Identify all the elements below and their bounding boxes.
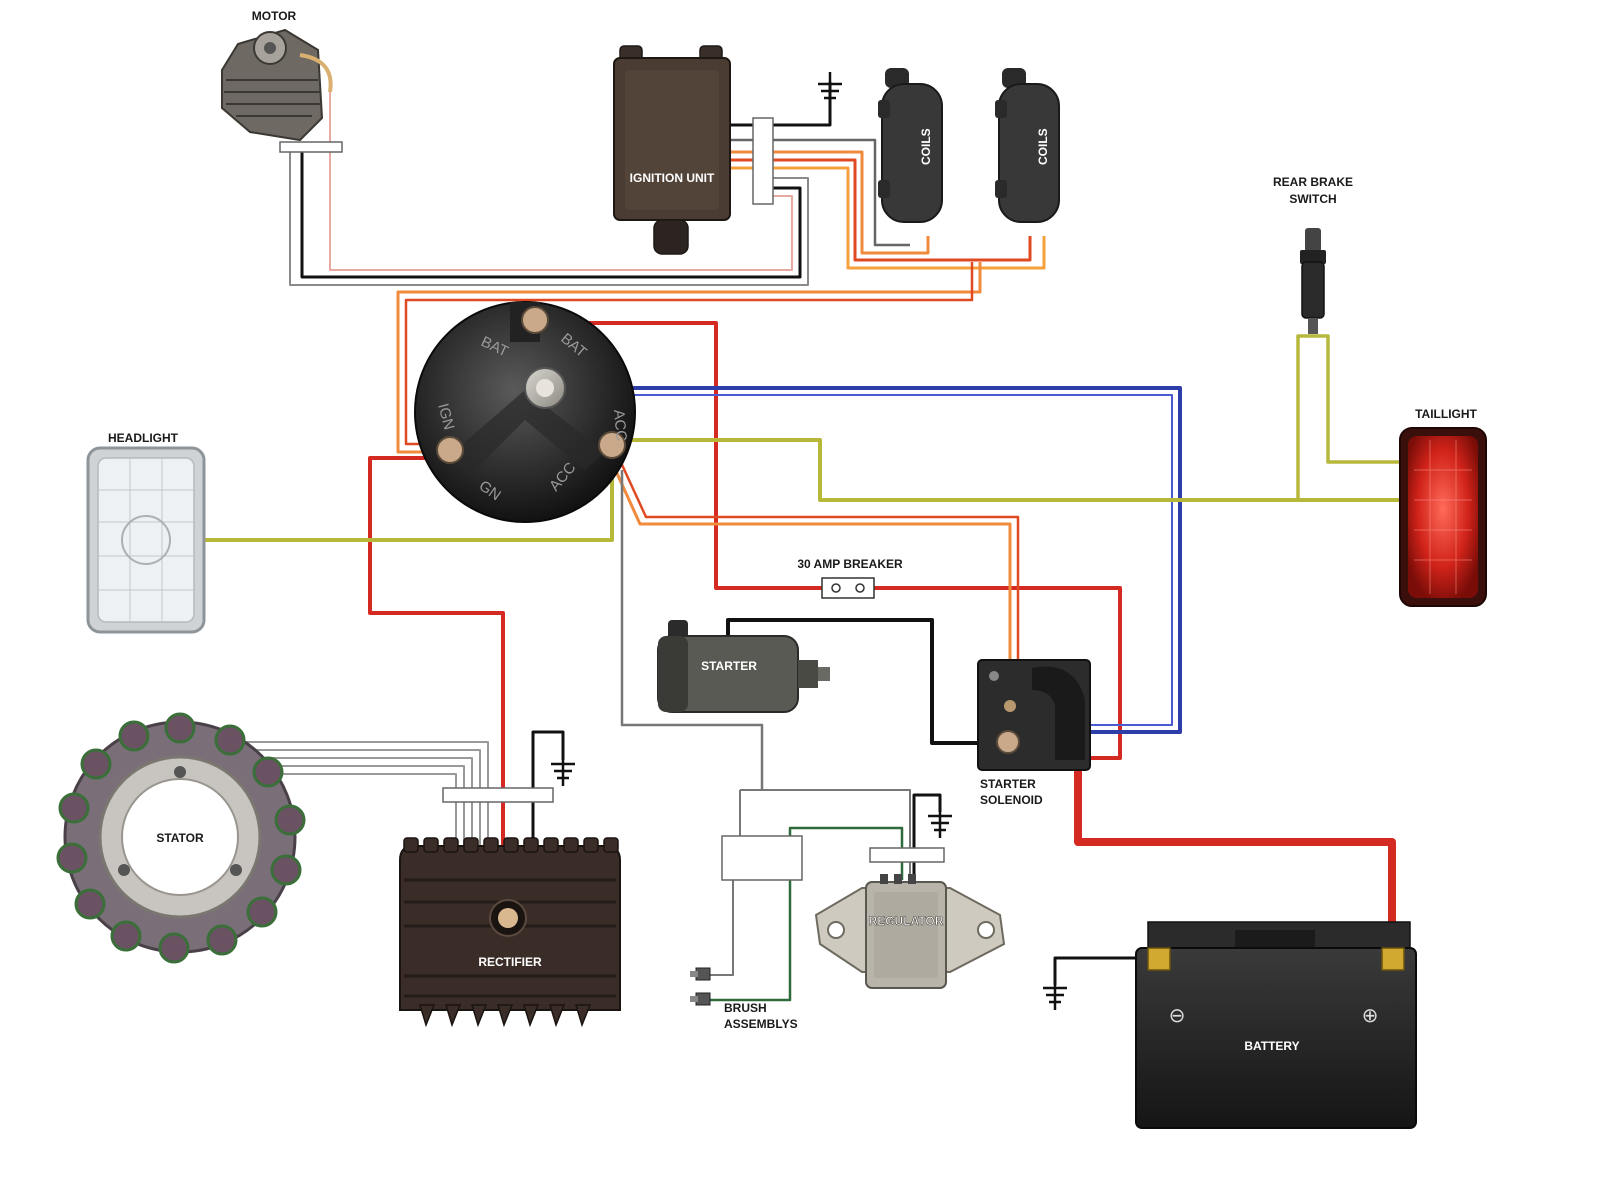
acc-to-headlight-wire [205, 455, 614, 542]
regulator-ground-wire [912, 793, 942, 880]
headlight [86, 446, 206, 634]
motor-label: MOTOR [252, 9, 297, 23]
motor-connector-block [279, 141, 343, 153]
starter-signal-wire-2 [545, 394, 1173, 726]
ground-symbol-regulator [928, 810, 952, 838]
brush-label-2: ASSEMBLYS [724, 1017, 798, 1031]
brake-switch-wire-b [1313, 334, 1400, 464]
breaker-body [821, 577, 875, 599]
ground-symbol-battery [1043, 982, 1067, 1010]
brake-switch-wire-a [1296, 334, 1313, 498]
coil-wire-red-1 [730, 158, 1032, 262]
ignition-unit-label: IGNITION UNIT [630, 171, 715, 185]
solenoid-terminal [996, 730, 1020, 754]
starter-to-solenoid-wire [726, 618, 1000, 745]
ign-feed-red [404, 262, 974, 446]
ignition-switch-acc-label: ACC [610, 409, 630, 442]
stator: STATOR [56, 712, 306, 964]
stator-wire-4 [230, 765, 465, 848]
coil-left-body [881, 83, 943, 223]
headlight-label: HEADLIGHT [108, 431, 179, 445]
brush-connector-block [721, 835, 803, 881]
rectifier-bottom-fins [418, 1004, 592, 1028]
sense-wire [620, 470, 764, 790]
ign-feed-orange [396, 262, 982, 454]
motor [221, 28, 333, 142]
ignition-ground-wire [730, 82, 832, 127]
taillight-label: TAILLIGHT [1415, 407, 1477, 421]
regulator-connector-block [869, 847, 945, 863]
bat-to-breaker-wire [540, 321, 824, 590]
battery-terminal-positive [1381, 947, 1405, 971]
ignition-switch-ign-label: IGN [434, 402, 457, 432]
brush-label-1: BRUSH [724, 1001, 767, 1015]
rear-brake-switch-label-2: SWITCH [1289, 192, 1336, 206]
ignition-switch: BAT BAT IGN ACC GN ACC [414, 301, 636, 523]
rectifier-connector-block [442, 787, 554, 803]
ground-symbol-rectifier [551, 758, 575, 786]
battery-positive-symbol: ⊕ [1362, 1003, 1379, 1027]
stator-wire-3 [230, 757, 473, 848]
rear-brake-switch [1300, 228, 1326, 334]
battery-body [1135, 947, 1417, 1129]
brush-assembly-1 [695, 967, 711, 981]
rectifier: RECTIFIER [399, 837, 621, 1028]
wires [205, 82, 1400, 1002]
coil-wire-orange-1 [730, 150, 930, 255]
brush-wire-gray [710, 790, 741, 976]
rear-brake-switch-body [1301, 261, 1325, 319]
motor-wire-black [300, 148, 802, 279]
motor-wire-gray [289, 148, 809, 286]
starter-solenoid-label-1: STARTER [980, 777, 1036, 791]
coil-wire-gray [730, 138, 910, 247]
stator-label: STATOR [156, 831, 204, 845]
coil-right: COILS [995, 68, 1060, 223]
battery-main-wire [1074, 735, 1396, 948]
coil-right-body [998, 83, 1060, 223]
motor-cylinder-head [221, 28, 324, 142]
battery-negative-symbol: ⊖ [1169, 1003, 1186, 1027]
stator-wire-2 [230, 749, 481, 848]
breaker-label: 30 AMP BREAKER [797, 557, 903, 571]
motor-wire-pink [329, 92, 793, 271]
starter-solenoid [977, 659, 1091, 771]
battery: ⊖ ⊕ BATTERY [1135, 921, 1417, 1129]
ign-to-rectifier-wire [368, 456, 505, 848]
acc-to-solenoid-orange [608, 457, 1012, 700]
stator-windings [56, 712, 306, 964]
ground-symbol-ignition [818, 72, 842, 100]
stator-wire-1 [230, 741, 489, 848]
starter-label: STARTER [701, 659, 757, 673]
breaker [821, 577, 875, 599]
rectifier-label: RECTIFIER [478, 955, 542, 969]
starter-signal-wire [545, 386, 1182, 734]
terminal-acc [598, 431, 626, 459]
rear-brake-switch-label-1: REAR BRAKE [1273, 175, 1353, 189]
acc-to-solenoid-red [616, 455, 1020, 700]
terminal-ign [436, 436, 464, 464]
ignition-connector-block [752, 117, 774, 205]
acc-to-taillight-wire [620, 438, 1400, 502]
battery-label: BATTERY [1244, 1039, 1299, 1053]
terminal-bat [521, 306, 549, 334]
rectifier-top-fins [403, 837, 619, 853]
brush-assembly-2 [695, 992, 711, 1006]
taillight-lens [1408, 436, 1478, 598]
coil-left: COILS [878, 68, 943, 223]
regulator: REGULATOR [814, 874, 1006, 989]
battery-ground-wire [1053, 956, 1148, 985]
coil-left-label: COILS [919, 128, 933, 165]
breaker-to-solenoid-wire [866, 586, 1122, 760]
taillight [1399, 427, 1487, 607]
battery-terminal-negative [1147, 947, 1171, 971]
coil-right-label: COILS [1036, 128, 1050, 165]
starter-solenoid-label-2: SOLENOID [980, 793, 1043, 807]
coil-wire-orange-2 [730, 166, 1046, 270]
stator-wire-5 [230, 773, 457, 848]
regulator-label: REGULATOR [869, 914, 944, 928]
ignition-unit: IGNITION UNIT [613, 45, 731, 255]
brush-assemblies [690, 967, 711, 1006]
starter: STARTER [657, 620, 830, 713]
